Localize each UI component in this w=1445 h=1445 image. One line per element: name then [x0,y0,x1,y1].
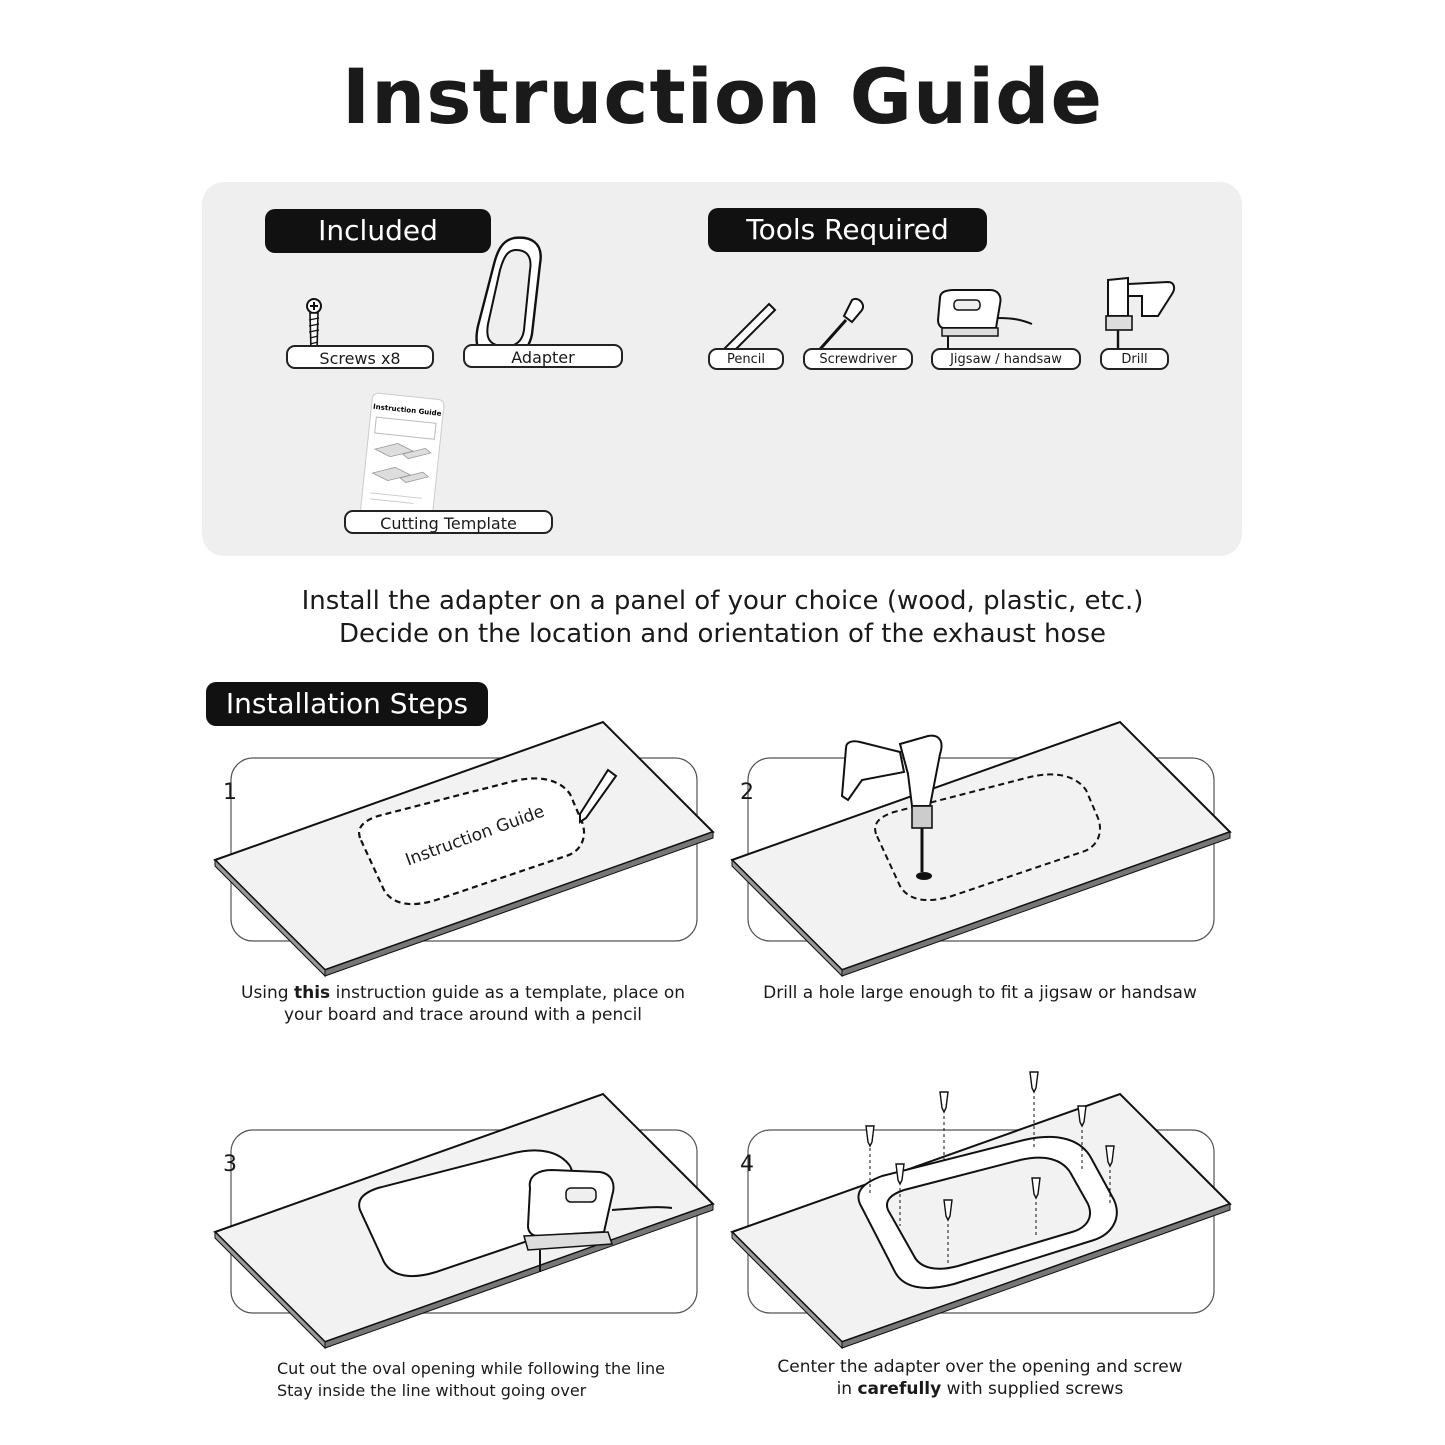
jigsaw-icon [936,289,1033,356]
step-1-illustration [213,720,715,978]
jigsaw-on-board-icon [523,1168,673,1272]
step-3-caption-line-2: Stay inside the line without going over [277,1381,587,1400]
step-2-caption: Drill a hole large enough to fit a jigsa… [763,983,1197,1003]
step-4-illustration [730,1071,1232,1350]
screws-label: Screws x8 [286,345,434,369]
adapter-icon [475,236,542,362]
step-2-number: 2 [740,780,754,805]
drill-label: Drill [1100,348,1169,370]
step-4-caption-line-1: Center the adapter over the opening and … [777,1357,1183,1377]
step-3-number: 3 [223,1152,237,1177]
step-3-illustration [213,1092,715,1350]
screwdriver-label: Screwdriver [803,348,913,370]
step-3-caption: Cut out the oval opening while following… [277,1358,717,1402]
drill-icon [1105,276,1176,362]
adapter-label: Adapter [463,344,623,368]
tools-heading: Tools Required [708,208,987,252]
intro-line-2: Decide on the location and orientation o… [339,619,1106,649]
step-4-caption: Center the adapter over the opening and … [720,1356,1240,1400]
step-1-caption-line-2: your board and trace around with a penci… [283,1005,643,1025]
step-1-caption-bold: this [294,983,331,1003]
step-1-caption-pre: Using [241,983,294,1003]
installation-heading: Installation Steps [206,682,488,726]
step-3-caption-line-1: Cut out the oval opening while following… [277,1359,665,1378]
drill-on-board-icon [840,734,943,872]
page-title: Instruction Guide [341,52,1104,141]
step-1-number: 1 [223,780,237,805]
cutting-template-label: Cutting Template [344,510,553,534]
pencil-label: Pencil [708,348,784,370]
step-1-caption-post: instruction guide as a template, place o… [330,983,685,1003]
step-4-caption-pre: in [836,1379,858,1399]
step-2-illustration [730,720,1232,978]
step-4-caption-post: with supplied screws [941,1379,1124,1399]
included-heading: Included [265,209,491,253]
intro-line-1: Install the adapter on a panel of your c… [301,586,1144,616]
step-4-caption-bold: carefully [857,1379,942,1399]
jigsaw-label: Jigsaw / handsaw [931,348,1081,370]
step-1-caption: Using this instruction guide as a templa… [200,982,726,1026]
step-4-number: 4 [740,1152,754,1177]
